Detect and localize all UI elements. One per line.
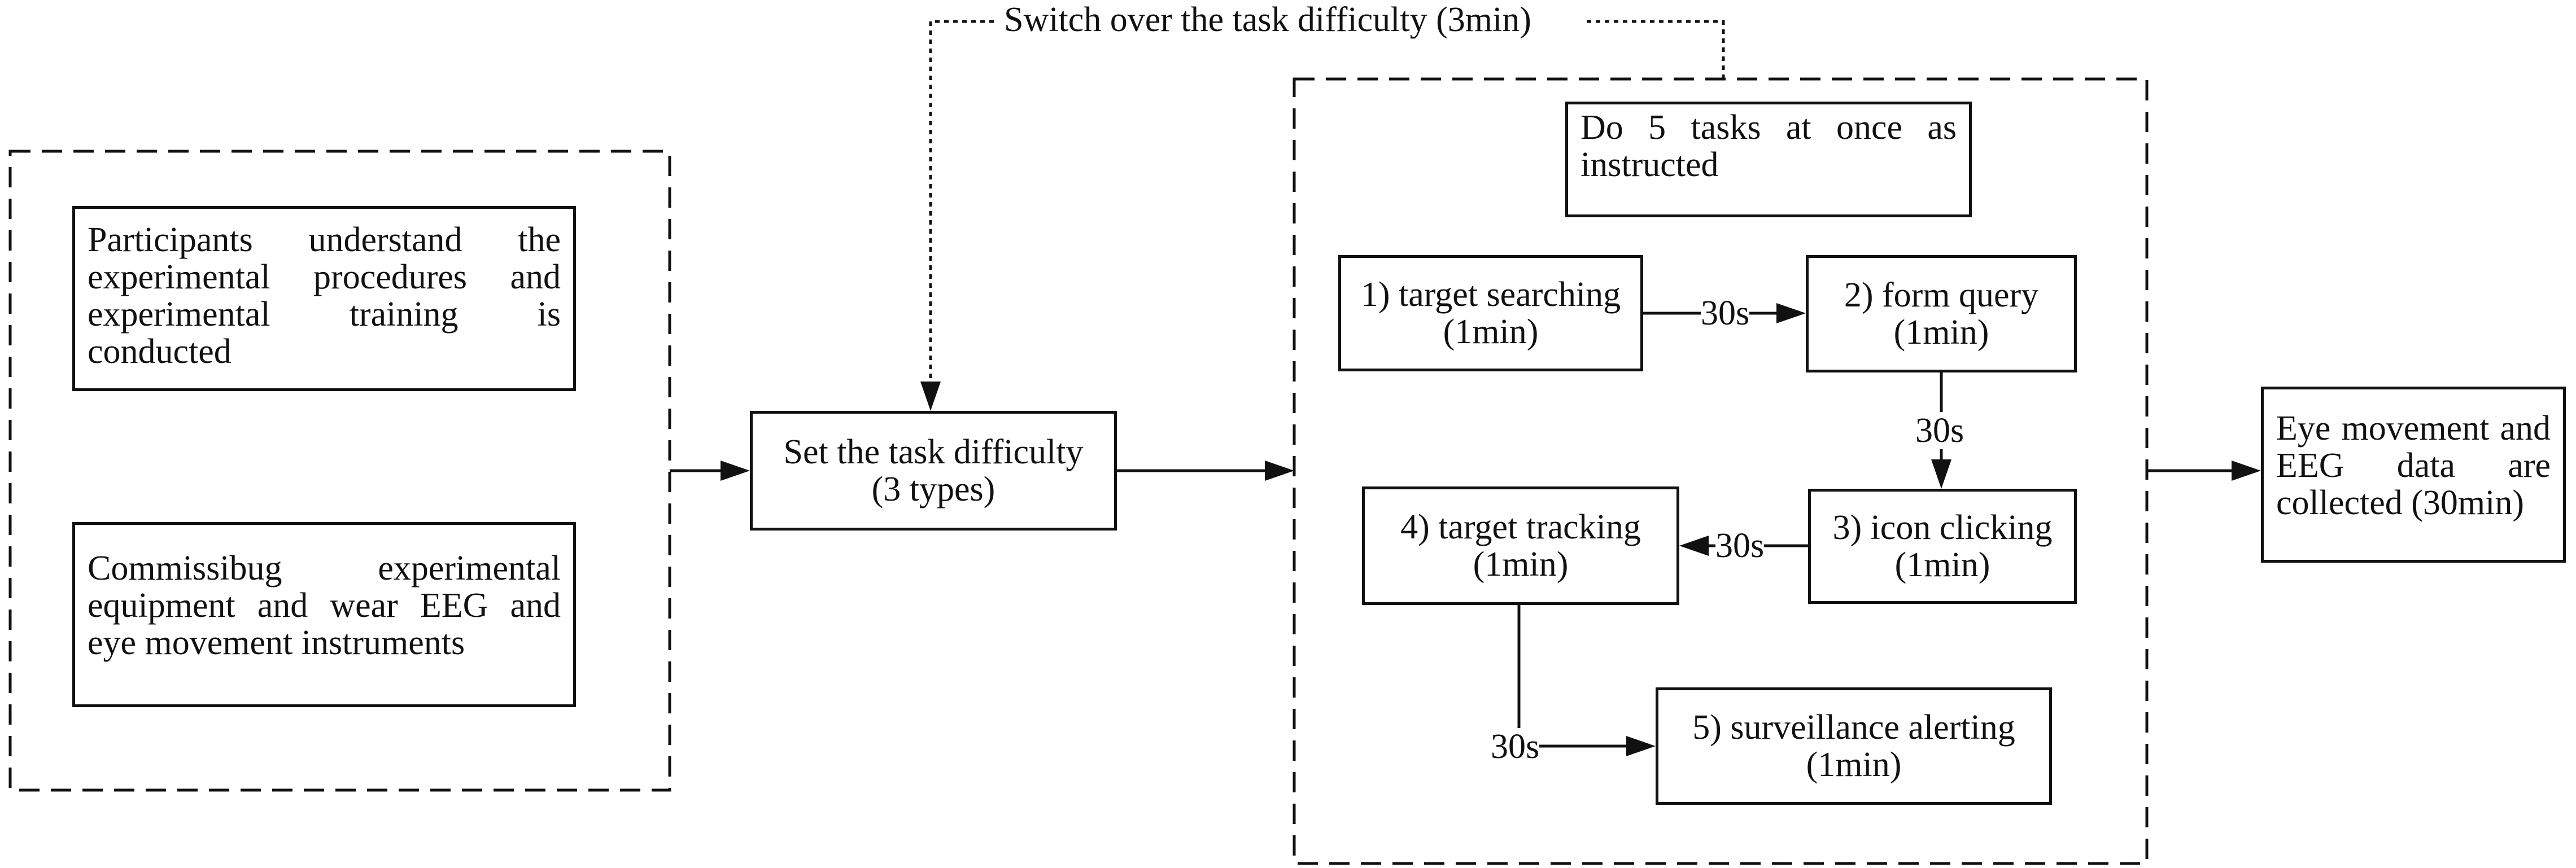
task-4-title: 4) target tracking (1400, 508, 1641, 546)
task-box-1: 1) target searching (1min) (1338, 255, 1643, 371)
feedback-loop-line (1587, 20, 1725, 79)
box-task-instructions: Do 5 tasks at once as instructed (1565, 102, 1972, 217)
box-data-collected: Eye movement and EEG data are collected … (2261, 387, 2566, 563)
arrow-task4-task5 (1517, 605, 1628, 748)
task-box-5: 5) surveillance alerting (1min) (1656, 687, 2052, 805)
box-set-difficulty: Set the task difficulty (3 types) (750, 411, 1117, 531)
task-3-title: 3) icon clicking (1832, 508, 2053, 547)
arrowhead-task5 (1626, 736, 1656, 756)
box-participants-training: Participants understand the experimental… (72, 206, 576, 391)
difficulty-line2: (3 types) (871, 470, 996, 508)
task-4-duration: (1min) (1473, 545, 1569, 584)
interval-label-4-5: 30s (1491, 727, 1540, 766)
arrowhead-output (2232, 461, 2261, 481)
feedback-loop-line-left (929, 20, 994, 384)
task-1-duration: (1min) (1443, 313, 1539, 351)
task-box-3: 3) icon clicking (1min) (1808, 489, 2077, 604)
arrowhead-tasks (1265, 461, 1294, 481)
task-2-title: 2) form query (1844, 276, 2039, 314)
arrowhead-task3 (1931, 459, 1951, 489)
task-5-title: 5) surveillance alerting (1692, 708, 2015, 747)
interval-label-3-4: 30s (1715, 527, 1765, 565)
task-box-4: 4) target tracking (1min) (1362, 486, 1679, 605)
difficulty-line1: Set the task difficulty (783, 433, 1084, 471)
task-2-duration: (1min) (1893, 313, 1989, 352)
arrowhead-task4 (1679, 536, 1709, 556)
arrowhead-difficulty (721, 461, 750, 481)
feedback-arrowhead (920, 382, 941, 411)
box-equipment-setup: Commissibug experimental equipment and w… (72, 522, 576, 707)
interval-label-2-3: 30s (1915, 411, 1964, 450)
task-1-title: 1) target searching (1360, 275, 1621, 314)
task-5-duration: (1min) (1806, 746, 1902, 784)
arrowhead-task2 (1776, 303, 1806, 323)
task-box-2: 2) form query (1min) (1806, 255, 2077, 372)
interval-label-1-2: 30s (1701, 294, 1750, 332)
left-group-frame (8, 150, 671, 792)
task-3-duration: (1min) (1894, 546, 1990, 584)
feedback-label: Switch over the task difficulty (3min) (1004, 1, 1531, 39)
